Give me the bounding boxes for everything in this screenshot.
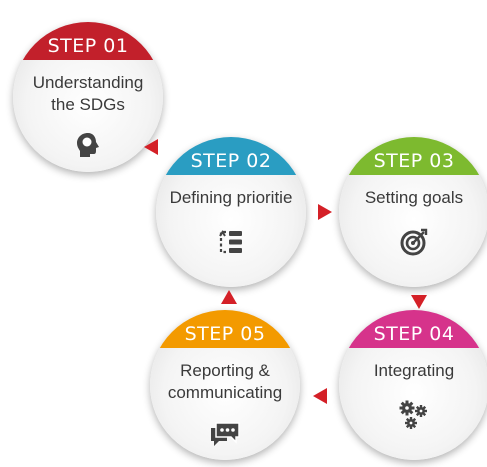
- step-03-circle: STEP 03 Setting goals: [339, 137, 487, 287]
- arrow-step3-to-step4: [411, 295, 427, 309]
- target-icon: [399, 227, 429, 257]
- step-04-number: STEP 04: [339, 310, 487, 348]
- step-02-circle: STEP 02 Defining prioritie: [156, 137, 306, 287]
- arrow-step2-to-step1: [144, 139, 158, 155]
- priority-list-icon: [216, 227, 246, 257]
- step-04-label: Integrating: [373, 361, 455, 380]
- step-01-label: Understanding the SDGs: [32, 73, 144, 114]
- arrow-step5-to-step2: [221, 290, 237, 304]
- chat-icon: [208, 422, 242, 448]
- step-01-number: STEP 01: [13, 22, 163, 60]
- step-05-circle: STEP 05 Reporting & communicating: [150, 310, 300, 460]
- gears-icon: [397, 398, 431, 432]
- step-05-label: Reporting & communicating: [167, 361, 283, 402]
- step-05-number: STEP 05: [150, 310, 300, 348]
- arrow-step2-to-step3: [318, 204, 332, 220]
- step-03-label: Setting goals: [364, 188, 464, 207]
- step-04-circle: STEP 04 Integrating: [339, 310, 487, 460]
- step-03-number: STEP 03: [339, 137, 487, 175]
- arrow-step4-to-step5: [313, 388, 327, 404]
- step-02-label: Defining prioritie: [169, 188, 293, 207]
- step-01-circle: STEP 01 Understanding the SDGs: [13, 22, 163, 172]
- head-icon: [73, 130, 103, 160]
- step-02-number: STEP 02: [156, 137, 306, 175]
